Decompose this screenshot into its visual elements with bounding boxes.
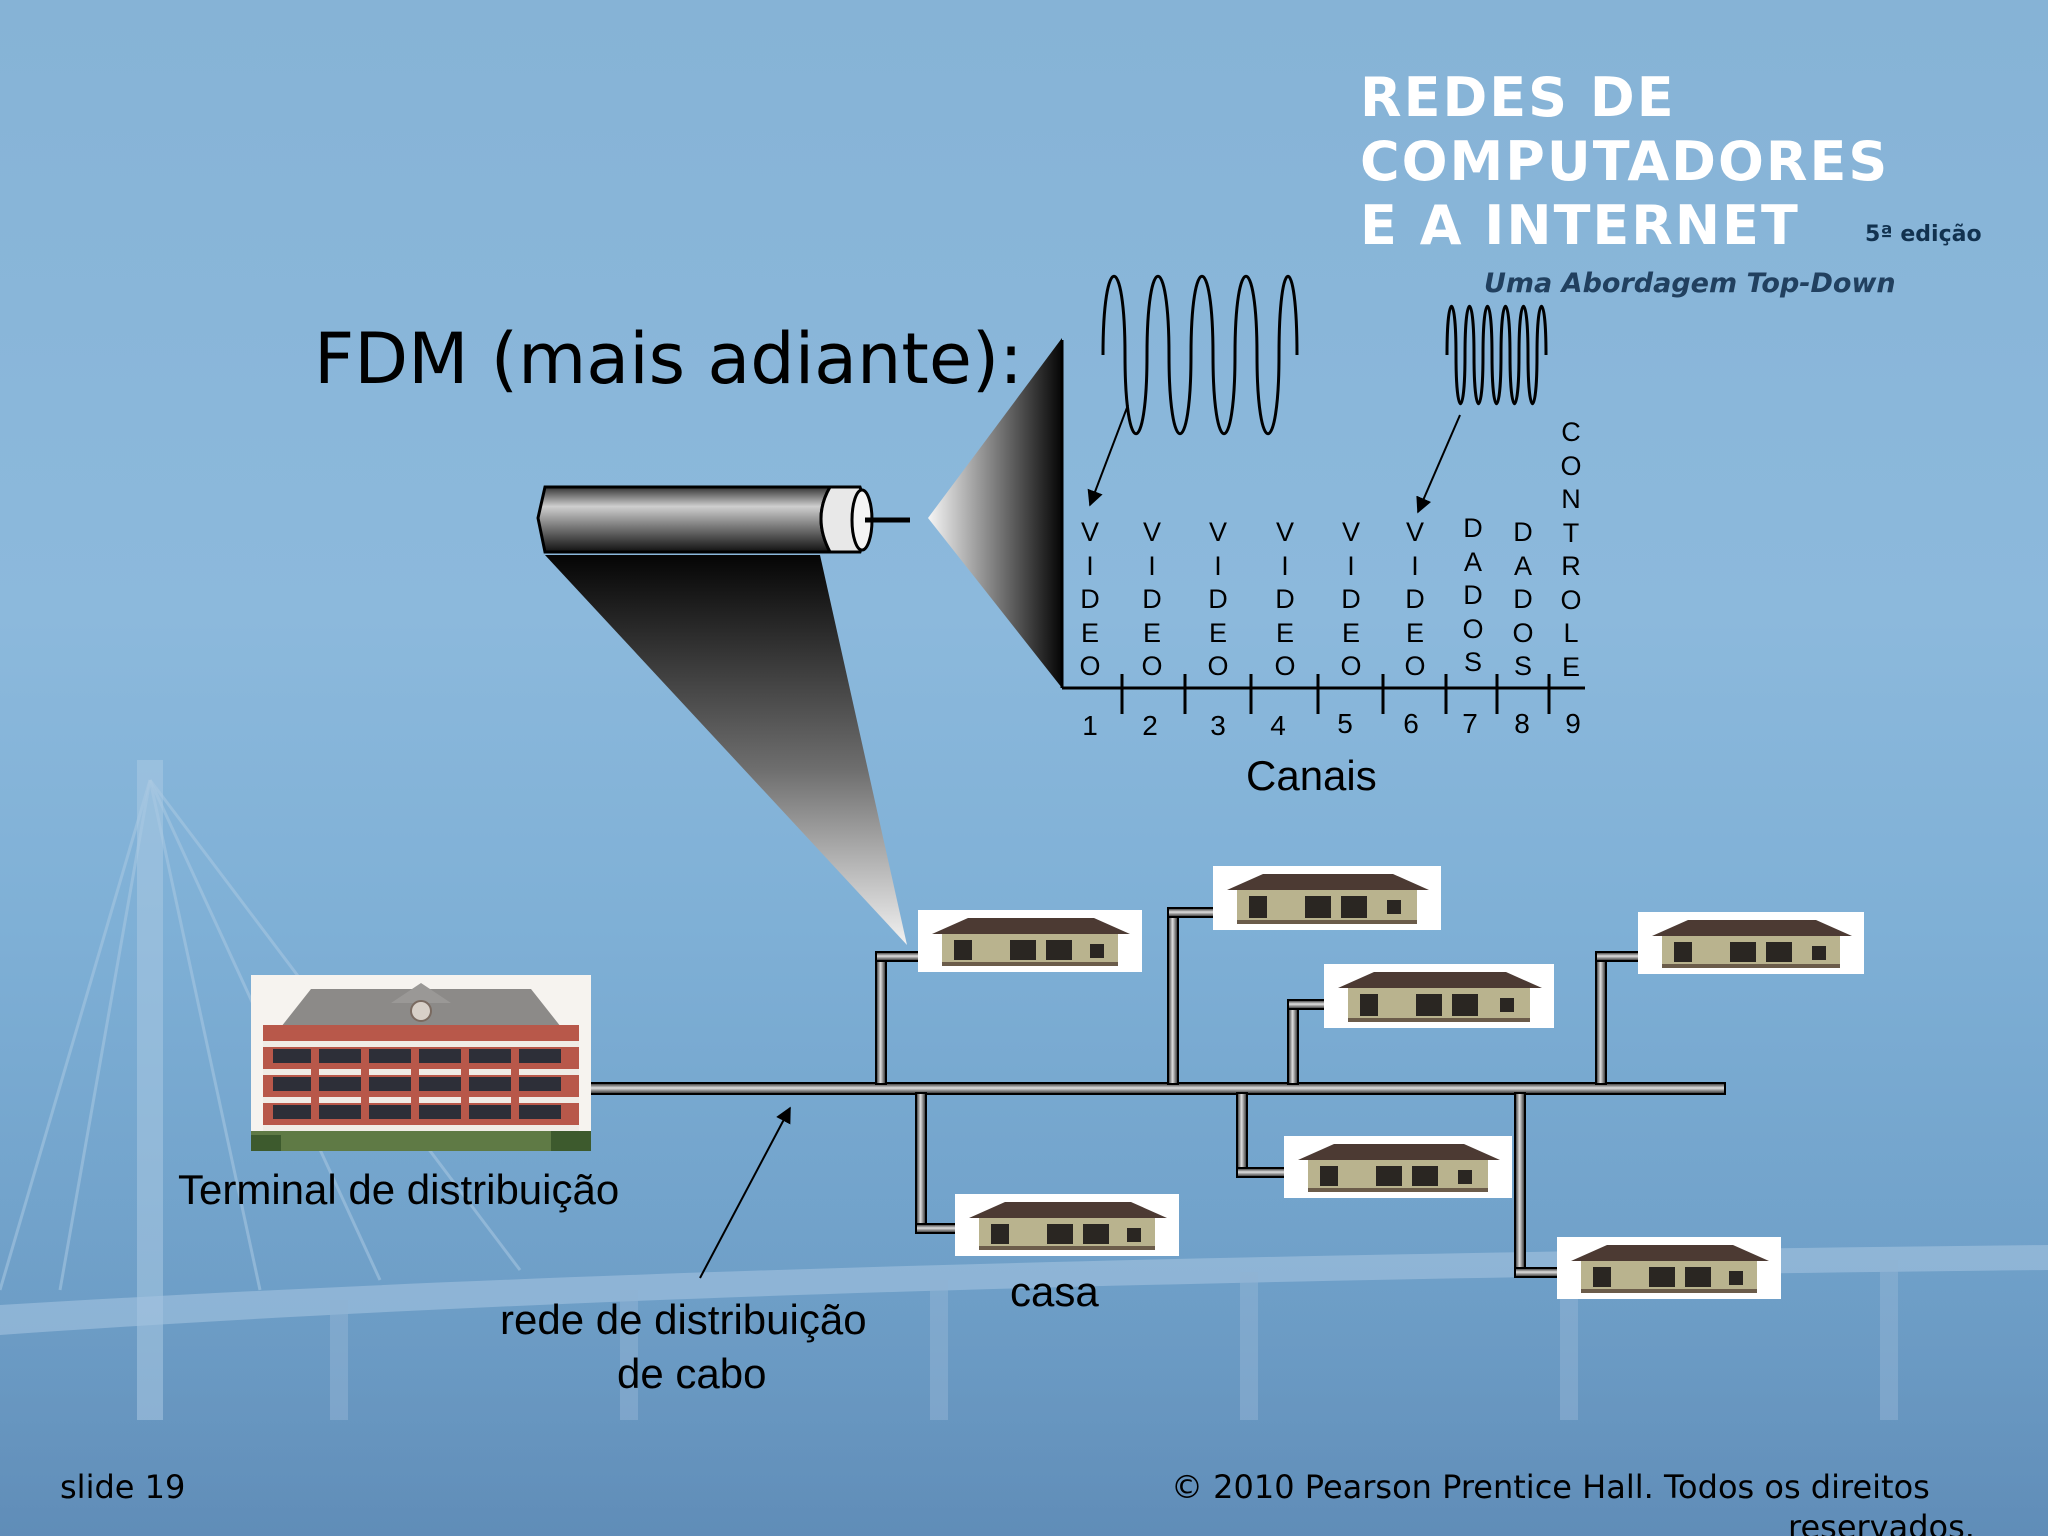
slide-title: FDM (mais adiante): bbox=[314, 318, 1023, 400]
channel-2-number: 2 bbox=[1142, 710, 1158, 741]
house-icon bbox=[1557, 1237, 1781, 1299]
house-icon bbox=[918, 910, 1142, 972]
cable-branches bbox=[875, 907, 1645, 1278]
data-wave-arrow bbox=[1416, 414, 1461, 514]
house-icon bbox=[1324, 964, 1554, 1028]
book-brand: REDES DE COMPUTADORES E A INTERNET 5ª ed… bbox=[1360, 66, 2000, 299]
house-icon bbox=[1284, 1136, 1512, 1198]
channel-ticks bbox=[1120, 674, 1551, 714]
house-icon bbox=[955, 1194, 1179, 1256]
zoom-cone-down bbox=[545, 555, 907, 945]
network-label-line-2: de cabo bbox=[617, 1350, 767, 1397]
zoom-cone-right bbox=[928, 338, 1062, 688]
channel-4-number: 4 bbox=[1270, 710, 1286, 741]
channels-axis-label: Canais bbox=[1246, 752, 1377, 799]
channel-7-number: 7 bbox=[1462, 708, 1478, 739]
brand-line-3: E A INTERNET bbox=[1360, 194, 1800, 257]
copyright-line-1: © 2010 Pearson Prentice Hall. Todos os d… bbox=[1171, 1468, 1930, 1506]
brand-line-2: COMPUTADORES bbox=[1360, 130, 1890, 193]
house-icon bbox=[1213, 866, 1441, 930]
copyright-line-2: reservados. bbox=[1788, 1508, 1975, 1536]
video-wave-arrow bbox=[1087, 404, 1129, 507]
video-signal-wave bbox=[1101, 274, 1299, 436]
brand-line-1: REDES DE bbox=[1360, 66, 1676, 129]
main-cable bbox=[589, 1082, 1726, 1095]
house-icon bbox=[1638, 912, 1864, 974]
channel-6-number: 6 bbox=[1403, 708, 1419, 739]
brand-edition: 5ª edição bbox=[1865, 222, 1982, 247]
channel-5-number: 5 bbox=[1337, 708, 1353, 739]
channel-1-number: 1 bbox=[1082, 710, 1098, 741]
headend-label: Terminal de distribuição bbox=[178, 1166, 620, 1213]
slide-number: slide 19 bbox=[60, 1468, 186, 1506]
data-signal-wave bbox=[1445, 304, 1548, 406]
headend-building-icon bbox=[251, 975, 591, 1151]
channel-8-number: 8 bbox=[1514, 708, 1530, 739]
channel-9-number: 9 bbox=[1565, 708, 1581, 739]
channel-3-number: 3 bbox=[1210, 710, 1226, 741]
coax-cable-icon bbox=[536, 485, 910, 554]
home-label: casa bbox=[1010, 1268, 1099, 1315]
brand-subtitle: Uma Abordagem Top-Down bbox=[1484, 268, 1896, 299]
network-label-line-1: rede de distribuição bbox=[500, 1296, 867, 1343]
network-arrow bbox=[699, 1106, 791, 1279]
